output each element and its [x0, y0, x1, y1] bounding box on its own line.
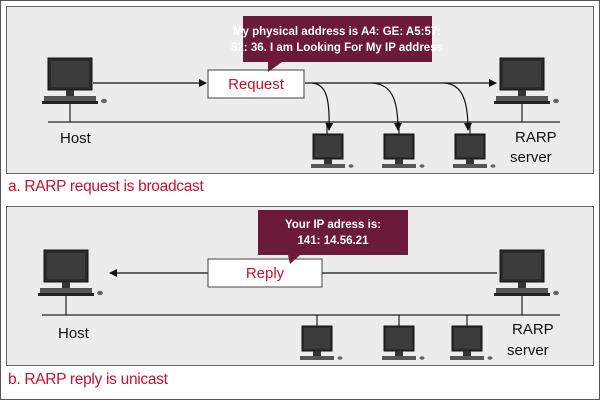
- host-label: Host: [58, 325, 90, 342]
- reply-message-box: [207, 258, 323, 288]
- server-computer-icon: [493, 249, 560, 315]
- server-label-line-2: server: [510, 149, 552, 166]
- caption-reply-unicast: b. RARP reply is unicast: [8, 371, 168, 388]
- reply-label: Reply: [246, 265, 285, 282]
- request-note-line-2: 82: 36. I am Looking For My IP address: [231, 42, 443, 54]
- client-computer-icon: [452, 133, 496, 169]
- host-computer-icon: [41, 57, 108, 122]
- host-computer-icon: [37, 249, 104, 315]
- reply-note-line-2: 141: 14.56.21: [298, 235, 370, 247]
- panel-b-diagram: Reply Your IP adress is: 141: 14.56.21 H…: [37, 210, 560, 361]
- client-computer-icon: [449, 325, 493, 361]
- reply-note-bubble: [258, 210, 408, 264]
- host-label: Host: [60, 130, 92, 147]
- broadcast-arrow: [311, 82, 334, 131]
- server-computer-icon: [493, 57, 560, 122]
- panel-a-diagram: Request My physical address is A4: GE: A…: [41, 16, 560, 169]
- reply-note-line-1: Your IP adress is:: [285, 219, 381, 231]
- request-label: Request: [228, 76, 285, 93]
- request-note-line-1: My physical address is A4: GE: A5:57:: [233, 26, 441, 38]
- server-label-line-1: RARP: [515, 129, 557, 146]
- server-label-line-1: RARP: [512, 321, 554, 338]
- broadcast-arrow: [371, 82, 402, 131]
- client-computer-icon: [381, 325, 425, 361]
- client-computer-icon: [310, 133, 354, 169]
- client-computer-icon: [299, 325, 343, 361]
- request-message-box: [207, 69, 305, 99]
- client-computer-icon: [381, 133, 425, 169]
- broadcast-arrow: [443, 82, 472, 131]
- caption-request-broadcast: a. RARP request is broadcast: [8, 178, 204, 195]
- server-label-line-2: server: [507, 342, 549, 359]
- request-note-bubble: [243, 16, 432, 72]
